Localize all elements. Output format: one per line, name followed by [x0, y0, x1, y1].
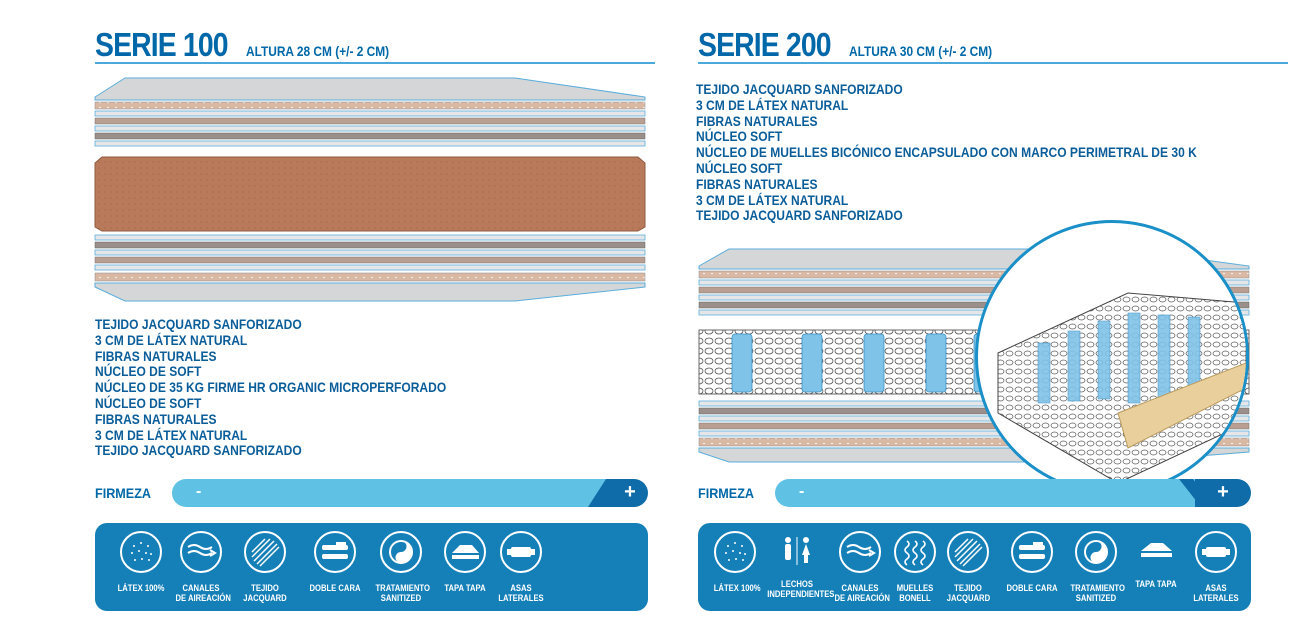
feature-jacquard: TEJIDO JACQUARD [235, 531, 295, 603]
sanitized-icon [1075, 531, 1117, 573]
series-height: ALTURA 30 CM (+/- 2 CM) [848, 43, 992, 59]
feature-label: TEJIDO JACQUARD [946, 583, 991, 603]
firmeza-plus: + [1195, 479, 1251, 507]
handles-icon [500, 531, 542, 573]
sanitized-icon [380, 531, 422, 573]
firmeza-track [172, 479, 612, 507]
layer-item: NÚCLEO SOFT [696, 128, 783, 145]
feature-airflow: CANALES DE AIREACIÓN [830, 531, 890, 603]
feature-pillow-top: TAPA TAPA [1126, 531, 1186, 589]
firmeza-label: FIRMEZA [95, 485, 151, 501]
feature-label: DOBLE CARA [309, 583, 361, 593]
feature-sanitized: TRATAMIENTO SANITIZED [1066, 531, 1126, 603]
double-side-icon [314, 531, 356, 573]
feature-label: DOBLE CARA [1006, 583, 1058, 593]
feature-springs: MUELLES BONELL [890, 531, 940, 603]
handles-icon [1195, 531, 1237, 573]
layer-list: TEJIDO JACQUARD SANFORIZADO 3 CM DE LÁTE… [95, 316, 503, 459]
layer-item: NÚCLEO DE MUELLES BICÓNICO ENCAPSULADO C… [696, 144, 1197, 161]
layer-item: 3 CM DE LÁTEX NATURAL [95, 426, 248, 443]
latex-icon [120, 531, 162, 573]
layer-list: TEJIDO JACQUARD SANFORIZADO 3 CM DE LÁTE… [696, 81, 1278, 224]
feature-sanitized: TRATAMIENTO SANITIZED [371, 531, 431, 603]
series-name: SERIE 100 [95, 26, 229, 63]
layer-item: FIBRAS NATURALES [95, 410, 217, 427]
series-height: ALTURA 28 CM (+/- 2 CM) [245, 43, 389, 59]
layer-item: TEJIDO JACQUARD SANFORIZADO [95, 442, 302, 459]
divider-line [95, 62, 655, 64]
layer-item: 3 CM DE LÁTEX NATURAL [95, 331, 248, 348]
firmeza-label: FIRMEZA [698, 485, 754, 501]
firmeza-minus: - [799, 483, 805, 500]
serie-200-panel: SERIE 200 ALTURA 30 CM (+/- 2 CM) TEJIDO… [660, 0, 1307, 627]
serie-100-panel: SERIE 100 ALTURA 28 CM (+/- 2 CM) [94, 26, 655, 611]
divider-line [698, 62, 1288, 64]
series-title: SERIE 200 ALTURA 30 CM (+/- 2 CM) [698, 26, 1017, 64]
feature-pillow-top: TAPA TAPA [435, 531, 495, 593]
layer-item: FIBRAS NATURALES [696, 175, 818, 192]
firmeza-plus: + [612, 479, 648, 507]
features-panel: LÁTEX 100% CANALES DE AIREACIÓN TEJIDO J… [95, 523, 648, 611]
feature-label: MUELLES BONELL [896, 583, 934, 603]
layer-item: TEJIDO JACQUARD SANFORIZADO [696, 81, 903, 97]
layer-item: FIBRAS NATURALES [95, 347, 217, 364]
layer-item: NÚCLEO DE 35 KG FIRME HR ORGANIC MICROPE… [95, 379, 447, 396]
pillow-top-icon [444, 531, 486, 573]
airflow-icon [180, 531, 222, 573]
layer-item: NÚCLEO SOFT [696, 159, 783, 176]
feature-label: TAPA TAPA [444, 583, 486, 593]
pillow-top-icon [1137, 531, 1175, 569]
feature-label: LÁTEX 100% [713, 583, 761, 593]
layer-item: NÚCLEO DE SOFT [95, 363, 202, 380]
feature-label: ASAS LATERALES [498, 583, 544, 603]
mattress-cross-section [94, 77, 646, 302]
feature-handles: ASAS LATERALES [491, 531, 551, 603]
feature-independent-beds: LECHOS INDEPENDIENTES [762, 531, 835, 599]
jacquard-icon [947, 531, 989, 573]
firmeza-scale: - + [172, 479, 648, 507]
feature-handles: ASAS LATERALES [1186, 531, 1246, 603]
feature-double-side: DOBLE CARA [1002, 531, 1062, 593]
feature-double-side: DOBLE CARA [305, 531, 365, 593]
feature-latex: LÁTEX 100% [111, 531, 171, 593]
feature-label: TAPA TAPA [1135, 579, 1177, 589]
feature-label: CANALES DE AIREACIÓN [175, 583, 231, 603]
series-name: SERIE 200 [698, 26, 832, 63]
layer-item: TEJIDO JACQUARD SANFORIZADO [95, 316, 302, 332]
feature-label: LÁTEX 100% [117, 583, 165, 593]
feature-label: ASAS LATERALES [1193, 583, 1239, 603]
layer-item: 3 CM DE LÁTEX NATURAL [696, 191, 849, 208]
layer-item: NÚCLEO DE SOFT [95, 394, 202, 411]
feature-label: TRATAMIENTO SANITIZED [375, 583, 430, 603]
feature-latex: LÁTEX 100% [710, 531, 761, 593]
independent-beds-icon [778, 531, 816, 569]
feature-airflow: CANALES DE AIREACIÓN [171, 531, 231, 603]
feature-jacquard: TEJIDO JACQUARD [943, 531, 993, 603]
feature-label: TEJIDO JACQUARD [243, 583, 287, 603]
layer-item: 3 CM DE LÁTEX NATURAL [696, 96, 849, 113]
firmeza-track [775, 479, 1215, 507]
layer-item: TEJIDO JACQUARD SANFORIZADO [696, 207, 903, 224]
features-panel: LÁTEX 100% LECHOS INDEPENDIENTES CANALES… [698, 523, 1251, 611]
latex-icon [714, 531, 756, 573]
pocket-spring-illustration [997, 292, 1246, 484]
airflow-icon [839, 531, 881, 573]
jacquard-icon [244, 531, 286, 573]
springs-icon [894, 531, 936, 573]
firmeza-divider [588, 479, 618, 507]
firmeza-minus: - [196, 483, 202, 500]
feature-label: LECHOS INDEPENDIENTES [767, 579, 835, 599]
feature-label: TRATAMIENTO SANITIZED [1070, 583, 1125, 603]
feature-label: CANALES DE AIREACIÓN [834, 583, 890, 603]
layer-item: FIBRAS NATURALES [696, 112, 818, 129]
firmeza-scale: - + [775, 479, 1251, 507]
spring-unit-zoom [975, 220, 1249, 494]
series-title: SERIE 100 ALTURA 28 CM (+/- 2 CM) [95, 26, 414, 64]
double-side-icon [1011, 531, 1053, 573]
